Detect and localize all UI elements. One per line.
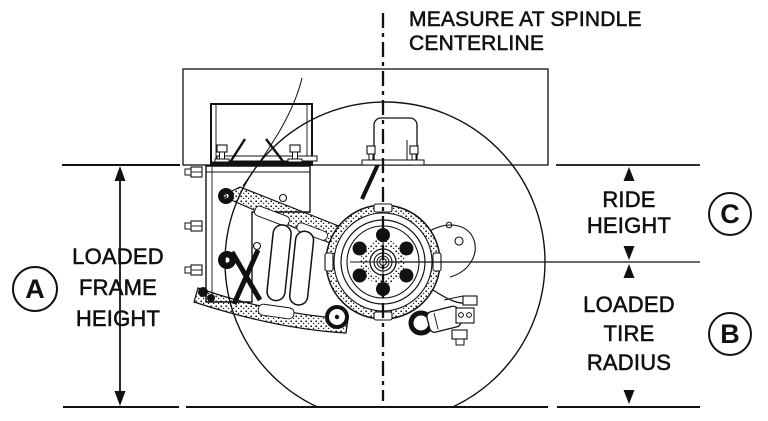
- loaded-frame-height-label: LOADED FRAME HEIGHT: [72, 244, 164, 332]
- loaded-tire-radius-label: LOADED TIRE RADIUS: [583, 292, 675, 376]
- arrow-up-icon: [623, 167, 635, 181]
- arrow-down-icon: [623, 246, 635, 260]
- spindle-note-line2: CENTERLINE: [409, 32, 545, 56]
- arrow-up-icon: [623, 264, 635, 278]
- badge-b: B: [708, 312, 752, 356]
- u-bolt-left: [214, 144, 230, 163]
- arrow-down-icon: [114, 391, 126, 406]
- slack-adjuster: [408, 295, 478, 346]
- air-spring: [266, 224, 315, 306]
- suspension-assembly: [182, 68, 549, 407]
- spindle-note-line1: MEASURE AT SPINDLE: [409, 8, 642, 32]
- spindle-note: MEASURE AT SPINDLE CENTERLINE: [409, 8, 642, 56]
- arrow-up-icon: [114, 166, 126, 181]
- hanger-bolts: [184, 166, 203, 276]
- u-bolt-right: [287, 144, 303, 163]
- ride-height-label: RIDE HEIGHT: [586, 187, 672, 239]
- badge-c: C: [708, 192, 752, 236]
- badge-a: A: [12, 266, 58, 312]
- airbag-bracket: [361, 117, 425, 166]
- arrow-down-icon: [623, 390, 635, 404]
- tire-radius-dimension: [623, 264, 635, 404]
- ride-height-dimension: [383, 164, 700, 263]
- frame-height-dimension: [62, 164, 180, 406]
